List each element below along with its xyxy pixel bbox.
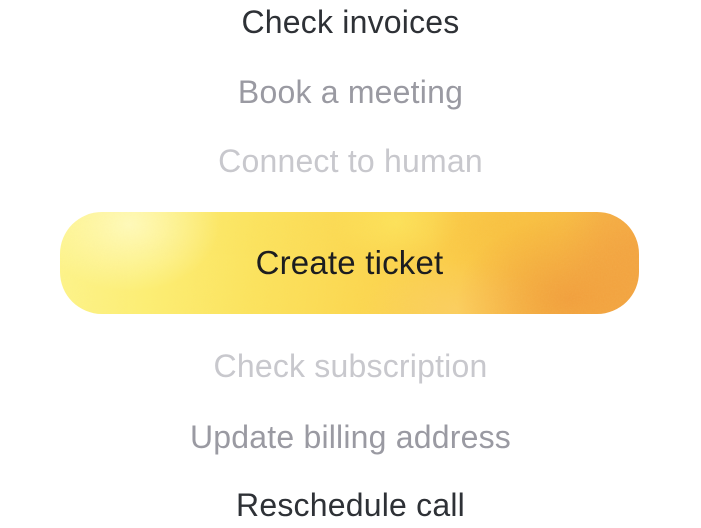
create-ticket-label: Create ticket — [255, 244, 444, 281]
menu-option-update-billing-address[interactable]: Update billing address — [189, 419, 512, 455]
menu-option-check-subscription[interactable]: Check subscription — [213, 348, 488, 384]
menu-option-check-invoices[interactable]: Check invoices — [241, 4, 460, 40]
menu-option-reschedule-call[interactable]: Reschedule call — [236, 487, 465, 523]
menu-option-book-a-meeting[interactable]: Book a meeting — [237, 74, 464, 110]
menu-option-connect-to-human[interactable]: Connect to human — [218, 143, 483, 179]
create-ticket-button[interactable]: Create ticket — [60, 212, 639, 314]
